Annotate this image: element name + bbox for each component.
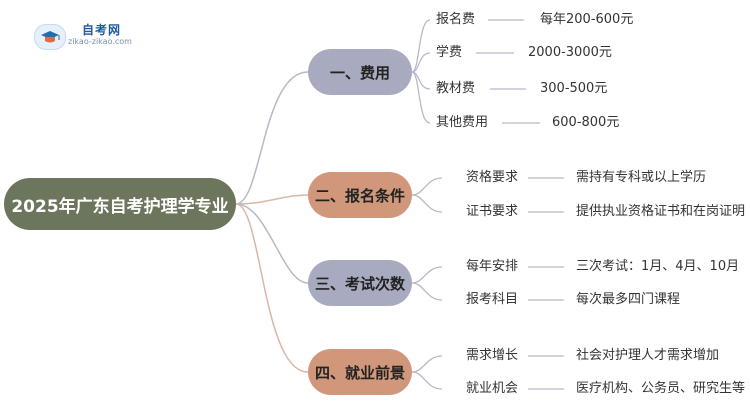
branch-career: 四、就业前景: [308, 349, 412, 395]
leaf-key: 报名费: [436, 12, 476, 27]
leaf-key: 学费: [436, 45, 463, 60]
site-logo[interactable]: 自考网 zikao-zikao.com: [34, 20, 144, 50]
root-branch-connector: [235, 71, 309, 205]
branch-requirements: 二、报名条件: [308, 172, 412, 218]
root-branch-connector: [235, 203, 309, 373]
graduation-cap-icon: [34, 24, 66, 50]
leaf-value: 社会对护理人才需求增加: [576, 348, 720, 363]
leaf-connector: [411, 19, 431, 73]
branch-exam-times: 三、考试次数: [308, 260, 412, 306]
leaf-connector: [411, 355, 443, 373]
leaf-value: 2000-3000元: [528, 45, 612, 60]
leaf-value: 医疗机构、公务员、研究生等: [576, 381, 746, 396]
leaf-key: 证书要求: [466, 204, 519, 219]
root-node: 2025年广东自考护理学专业: [4, 178, 236, 230]
leaf-key: 教材费: [436, 81, 476, 96]
branch-fees: 一、费用: [308, 49, 412, 95]
leaf-key: 报考科目: [466, 292, 519, 307]
leaf-key: 资格要求: [466, 170, 519, 185]
leaf-connector: [411, 282, 443, 301]
root-branch-connector: [235, 203, 309, 284]
leaf-key: 每年安排: [466, 259, 519, 274]
leaf-connector: [411, 52, 431, 73]
leaf-connector: [411, 371, 443, 390]
leaf-value: 三次考试：1月、4月、10月: [576, 259, 740, 274]
leaf-key: 需求增长: [466, 348, 519, 363]
leaf-connector: [411, 194, 443, 213]
leaf-connector: [411, 266, 443, 284]
leaf-value: 每年200-600元: [540, 12, 634, 27]
logo-subtitle: zikao-zikao.com: [68, 37, 132, 46]
leaf-value: 每次最多四门课程: [576, 292, 681, 307]
leaf-value: 600-800元: [552, 115, 620, 130]
logo-title: 自考网: [82, 23, 122, 37]
leaf-value: 需持有专科或以上学历: [576, 170, 707, 185]
leaf-key: 就业机会: [466, 381, 519, 396]
leaf-key: 其他费用: [436, 115, 489, 130]
root-branch-connector: [235, 194, 309, 205]
leaf-connector: [411, 71, 431, 124]
leaf-connector: [411, 177, 443, 196]
leaf-value: 300-500元: [540, 81, 608, 96]
leaf-value: 提供执业资格证书和在岗证明: [576, 204, 746, 219]
